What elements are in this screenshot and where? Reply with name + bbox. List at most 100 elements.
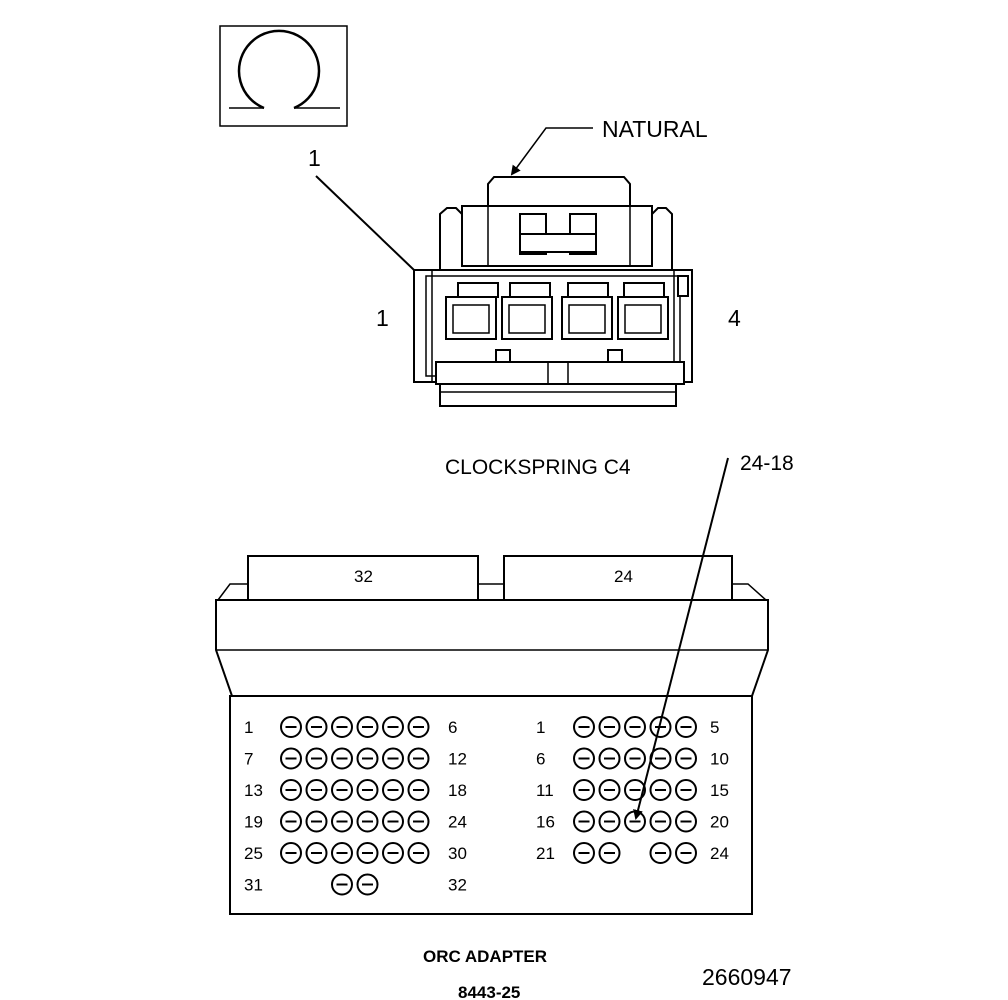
pin-cavity xyxy=(573,747,595,770)
cavity-2 xyxy=(501,282,553,340)
pin-cavity xyxy=(624,779,646,801)
pin-cavity xyxy=(305,779,328,801)
pin-cavity xyxy=(675,716,697,738)
pin-cavity xyxy=(624,747,646,770)
pin-cavity xyxy=(280,716,302,738)
pin-cavity xyxy=(573,842,595,864)
pin-cavity xyxy=(573,716,595,738)
pin-cavity xyxy=(573,779,595,801)
right-tab-label: 24 xyxy=(614,567,633,586)
pin-row-end-label: 32 xyxy=(448,876,467,895)
pin-cavity xyxy=(407,716,430,738)
natural-label: NATURAL xyxy=(602,116,708,142)
pin-cavity xyxy=(356,747,379,770)
pin-cavity xyxy=(331,716,353,738)
clockspring-c4-connector xyxy=(413,176,693,407)
pin-cavity xyxy=(280,747,302,770)
pin-cavity xyxy=(573,810,595,833)
pin-row-start-label: 21 xyxy=(536,844,555,863)
pin-cavity xyxy=(356,779,379,801)
pin-row-end-label: 30 xyxy=(448,844,467,863)
pin-cavity xyxy=(649,810,672,833)
pin-cavity xyxy=(649,779,672,801)
pin-cavity xyxy=(382,716,404,738)
pin-cavity xyxy=(598,810,621,833)
pin-row-end-label: 6 xyxy=(448,718,457,737)
pin-row-start-label: 7 xyxy=(244,750,253,769)
left-pin-block: 1 6 7 12 13 18 19 24 25 30 31 32 xyxy=(244,716,467,896)
pin-row-end-label: 18 xyxy=(448,781,467,800)
cavity-1 xyxy=(445,282,499,340)
pin-cavity xyxy=(649,747,672,770)
pin-cavity xyxy=(407,842,430,864)
pin-cavity xyxy=(356,810,379,833)
pin-cavity xyxy=(305,810,328,833)
pin-24-18-callout: 24-18 xyxy=(633,452,794,820)
cavity-end-right-label: 4 xyxy=(728,305,741,331)
pin-cavity xyxy=(624,716,646,738)
pin-cavity xyxy=(331,810,353,833)
pin-row-start-label: 1 xyxy=(244,718,253,737)
pin-cavity xyxy=(331,779,353,801)
pin-cavity xyxy=(675,810,697,833)
pin-row-start-label: 6 xyxy=(536,750,545,769)
clockspring-title: CLOCKSPRING C4 xyxy=(445,456,631,479)
pin-cavity xyxy=(356,842,379,864)
pin-row-start-label: 25 xyxy=(244,844,263,863)
pin-cavity xyxy=(649,842,672,864)
pin-cavity xyxy=(382,810,404,833)
figure-id: 2660947 xyxy=(702,964,792,990)
pin-cavity xyxy=(407,747,430,770)
cavity-end-left-label: 1 xyxy=(376,305,389,331)
pin-row-end-label: 15 xyxy=(710,781,729,800)
pin-cavity xyxy=(280,810,302,833)
cavity-row xyxy=(445,282,669,340)
pin-cavity xyxy=(305,747,328,770)
pin-cavity xyxy=(356,716,379,738)
pin-row-end-label: 10 xyxy=(710,750,729,769)
pin-row-end-label: 12 xyxy=(448,750,467,769)
pin-cavity xyxy=(356,873,379,896)
left-tab-label: 32 xyxy=(354,567,373,586)
omega-terminal-symbol-icon xyxy=(219,25,348,127)
pin-callout-label: 24-18 xyxy=(740,452,794,475)
pin-cavity xyxy=(280,779,302,801)
pin-row-start-label: 13 xyxy=(244,781,263,800)
cavity-callout-label: 1 xyxy=(308,145,321,171)
pin-cavity xyxy=(598,779,621,801)
pin-row-start-label: 16 xyxy=(536,813,555,832)
pin-cavity xyxy=(331,873,353,896)
pin-row-start-label: 11 xyxy=(536,781,554,800)
pin-cavity xyxy=(675,779,697,801)
pin-cavity xyxy=(675,842,697,864)
pin-cavity xyxy=(649,716,672,738)
pin-row-end-label: 24 xyxy=(710,844,729,863)
pin-cavity xyxy=(331,842,353,864)
pin-row-start-label: 19 xyxy=(244,813,263,832)
pin-cavity xyxy=(598,716,621,738)
pin-cavity xyxy=(407,810,430,833)
cavity-3 xyxy=(561,282,613,340)
pin-row-end-label: 5 xyxy=(710,718,719,737)
pin-row-end-label: 20 xyxy=(710,813,729,832)
pin-cavity xyxy=(382,779,404,801)
orc-part-number: 8443-25 xyxy=(458,983,520,1000)
pin-cavity xyxy=(305,716,328,738)
pin-cavity xyxy=(305,842,328,864)
pin-cavity xyxy=(675,747,697,770)
pin-row-end-label: 24 xyxy=(448,813,467,832)
pin-cavity xyxy=(407,779,430,801)
cavity-4 xyxy=(617,282,669,340)
pin-row-start-label: 1 xyxy=(536,718,545,737)
natural-callout: NATURAL xyxy=(510,116,708,176)
pin-cavity xyxy=(382,747,404,770)
pin-cavity xyxy=(624,810,646,833)
orc-adapter-title: ORC ADAPTER xyxy=(423,947,547,966)
pin-row-start-label: 31 xyxy=(244,876,263,895)
pin-cavity xyxy=(382,842,404,864)
pin-cavity xyxy=(280,842,302,864)
pin-cavity xyxy=(331,747,353,770)
pin-cavity xyxy=(598,747,621,770)
